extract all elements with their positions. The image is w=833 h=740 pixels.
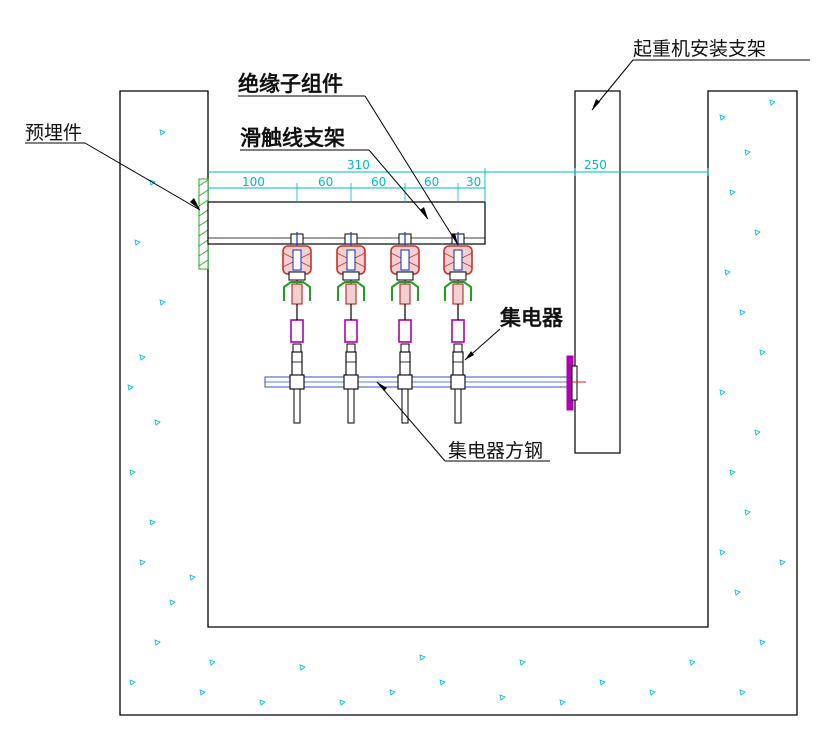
- concrete-speckle: [189, 574, 196, 581]
- concrete-speckle: [389, 689, 396, 696]
- insulator-collector-unit: [443, 183, 473, 424]
- concrete-speckle: [744, 149, 751, 156]
- concrete-speckle: [127, 384, 134, 391]
- concrete-speckle: [719, 114, 726, 121]
- concrete-speckle: [754, 429, 761, 436]
- concrete-speckle: [754, 229, 761, 236]
- concrete-speckle: [169, 599, 176, 606]
- dim-total: 310: [347, 158, 370, 172]
- concrete-speckle: [729, 189, 736, 196]
- concrete-speckle: [719, 389, 726, 396]
- concrete-speckle: [744, 509, 751, 516]
- concrete-speckle: [734, 589, 741, 596]
- label-collector-bar: 集电器方钢: [448, 440, 543, 462]
- concrete-pit: [119, 90, 798, 716]
- label-crane-bracket: 起重机安装支架: [633, 38, 766, 60]
- concrete-speckle: [129, 679, 136, 686]
- crane-bracket-plate: [574, 90, 621, 454]
- label-trolley-bracket: 滑触线支架: [240, 126, 345, 150]
- concrete-speckle: [724, 269, 731, 276]
- dimension-lines: [208, 168, 709, 202]
- leader-arrows: [190, 99, 600, 391]
- concrete-speckle: [339, 699, 346, 706]
- concrete-speckle: [154, 639, 161, 646]
- concrete-speckle: [559, 699, 566, 706]
- dim-60-b: 60: [371, 175, 386, 189]
- concrete-speckle: [759, 349, 766, 356]
- insulator-collector-unit: [336, 183, 366, 424]
- label-collector: 集电器: [499, 306, 564, 330]
- concrete-speckle: [149, 519, 156, 526]
- concrete-speckle: [739, 689, 746, 696]
- concrete-speckle: [439, 679, 446, 686]
- collector-bar: [264, 355, 586, 411]
- concrete-speckle: [739, 309, 746, 316]
- concrete-speckle: [209, 659, 216, 666]
- concrete-speckle: [759, 639, 766, 646]
- label-insulator-assembly: 绝缘子组件: [238, 72, 343, 96]
- dim-60-a: 60: [318, 175, 333, 189]
- concrete-speckle: [689, 659, 696, 666]
- concrete-speckle: [719, 549, 726, 556]
- concrete-speckle: [519, 659, 526, 666]
- concrete-speckle: [139, 354, 146, 361]
- concrete-hatching: [127, 99, 786, 706]
- concrete-speckle: [419, 654, 426, 661]
- concrete-speckle: [729, 469, 736, 476]
- concrete-speckle: [154, 419, 161, 426]
- concrete-speckle: [299, 664, 306, 671]
- concrete-speckle: [134, 239, 141, 246]
- concrete-speckle: [259, 699, 266, 706]
- concrete-speckle: [769, 99, 776, 106]
- insulator-collector-unit: [282, 183, 312, 424]
- concrete-speckle: [139, 559, 146, 566]
- concrete-speckle: [149, 179, 156, 186]
- dim-30: 30: [466, 175, 481, 189]
- concrete-speckle: [129, 469, 136, 476]
- concrete-speckle: [649, 689, 656, 696]
- insulator-assemblies: [282, 183, 473, 424]
- label-embedded-part: 预埋件: [25, 122, 82, 144]
- concrete-speckle: [499, 694, 506, 701]
- concrete-speckle: [779, 559, 786, 566]
- concrete-speckle: [159, 129, 166, 136]
- embedded-plate-hatch: [198, 179, 209, 267]
- concrete-speckle: [159, 299, 166, 306]
- dim-60-c: 60: [424, 175, 439, 189]
- concrete-speckle: [599, 679, 606, 686]
- dim-250: 250: [584, 158, 607, 172]
- dim-100: 100: [242, 175, 265, 189]
- concrete-speckle: [199, 689, 206, 696]
